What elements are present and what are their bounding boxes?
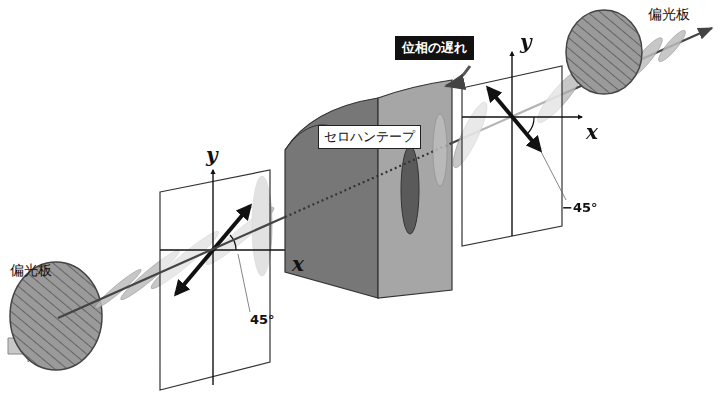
x-axis	[160, 249, 290, 250]
polarizer-disc	[566, 10, 642, 94]
tape-side	[378, 80, 452, 298]
axis-label: y	[206, 143, 218, 167]
tape-label-box: セロハンテープ	[318, 125, 421, 149]
box-text: セロハンテープ	[324, 128, 415, 146]
polarizer-disc	[10, 262, 102, 370]
polarization-arrow	[488, 88, 540, 150]
angle-label: −45°	[562, 200, 597, 215]
y-axis	[212, 170, 213, 385]
x-axis	[462, 116, 582, 117]
polarizer-label: 偏光板	[10, 262, 52, 280]
y-axis	[511, 52, 512, 236]
axis-label: x	[586, 120, 598, 144]
wave-in-tape	[401, 146, 419, 234]
axis-label: x	[292, 252, 304, 276]
box-text: 位相の遅れ	[402, 39, 467, 57]
delay-arrow	[446, 66, 470, 86]
frame	[160, 170, 270, 390]
polarizer-label: 偏光板	[648, 6, 690, 24]
phase-delay-box: 位相の遅れ	[395, 36, 474, 60]
axis-label: y	[520, 30, 532, 54]
angle-label: 45°	[250, 312, 275, 327]
